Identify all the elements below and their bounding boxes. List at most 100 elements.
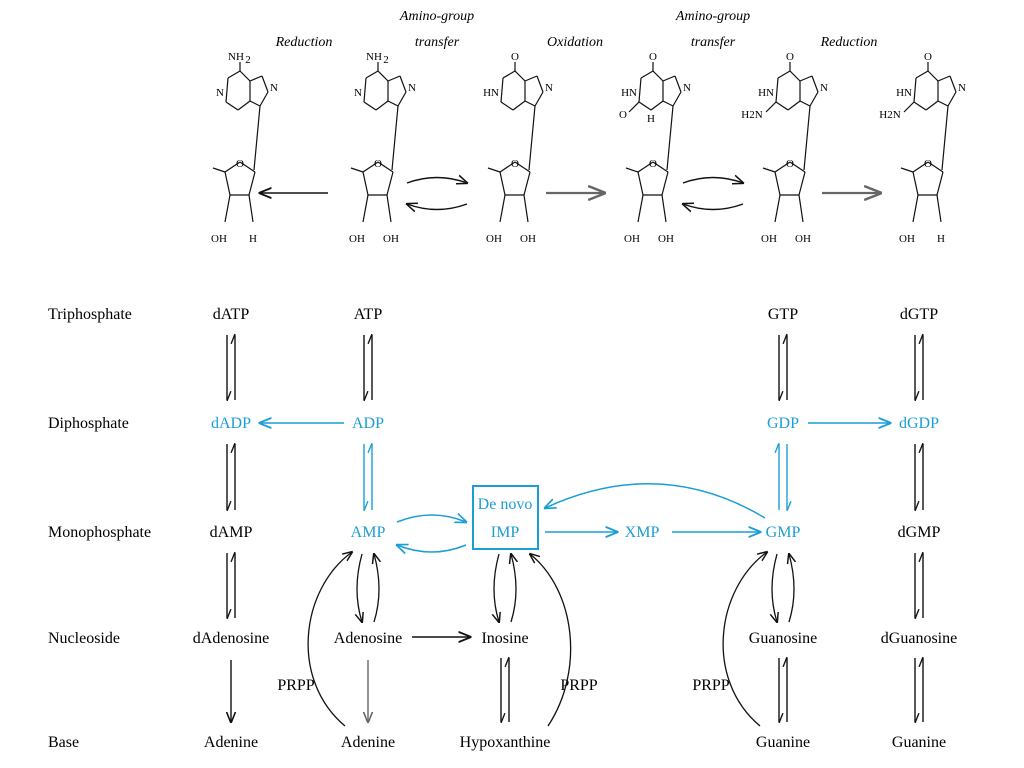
arrow-amino-2-back [683, 204, 744, 210]
arrow-adenosine-to-amp [374, 554, 379, 623]
step-amino-2-line2: transfer [691, 35, 736, 50]
arrow-amp-to-adenosine [357, 553, 362, 622]
ring-n7-label: N [545, 82, 553, 94]
row-label-monophosphate: Monophosphate [48, 524, 151, 541]
oh-3-label: OH [624, 233, 640, 245]
imp-box [472, 485, 539, 550]
node-adenine-2: Adenine [341, 734, 395, 751]
arrow-amino-1-back [407, 204, 468, 210]
ring-n-label: HN [621, 87, 637, 99]
sugar-o-label: O [236, 158, 244, 170]
node-inosine: Inosine [481, 630, 528, 647]
label-prpp-adenine: PRPP [277, 677, 314, 694]
label-prpp-hypoxanthine: PRPP [560, 677, 597, 694]
c2-sub-label: OH [383, 233, 399, 245]
arrow-amino-2-forward [682, 178, 743, 184]
arrows-reversible-blue [363, 444, 787, 510]
row-labels: Triphosphate Diphosphate Monophosphate N… [48, 306, 151, 751]
row-label-triphosphate: Triphosphate [48, 306, 132, 323]
node-dgdp: dGDP [899, 415, 939, 432]
oh-3-label: OH [899, 233, 915, 245]
oxygen-label: O [649, 51, 657, 63]
node-datp: dATP [213, 306, 250, 323]
node-guanosine: Guanosine [749, 630, 817, 647]
ring-n7-label: N [683, 82, 691, 94]
c2-amine-label: H2N [879, 109, 900, 121]
node-dadenosine: dAdenosine [193, 630, 269, 647]
node-damp: dAMP [210, 524, 253, 541]
arrow-amp-to-imp [396, 515, 466, 522]
sugar-o-label: O [924, 158, 932, 170]
arrow-prpp-guanine-to-gmp [722, 552, 767, 727]
row-label-base: Base [48, 734, 79, 751]
sugar-o-label: O [511, 158, 519, 170]
c2-sub-label: OH [520, 233, 536, 245]
step-amino-2-line1: Amino-group [675, 9, 750, 24]
arrow-prpp-adenine-to-amp [307, 552, 352, 727]
sugar-o-label: O [374, 158, 382, 170]
node-adenine-1: Adenine [204, 734, 258, 751]
ring-n7-label: N [408, 82, 416, 94]
ring-n7-label: N [270, 82, 278, 94]
node-adenosine: Adenosine [334, 630, 402, 647]
node-imp-line1: De novo [478, 496, 533, 513]
top-arrows [260, 178, 880, 210]
arrows-reversible-black [226, 335, 924, 722]
oh-3-label: OH [761, 233, 777, 245]
arrow-imp-to-amp [397, 545, 467, 552]
nh2-label: NH [366, 51, 382, 63]
oh-3-label: OH [349, 233, 365, 245]
step-amino-1-line1: Amino-group [399, 9, 474, 24]
ring-n-label: HN [483, 87, 499, 99]
node-xmp: XMP [625, 524, 660, 541]
node-guanine-1: Guanine [756, 734, 810, 751]
node-amp: AMP [351, 524, 386, 541]
step-reduction-1: Reduction [275, 35, 333, 50]
arrow-amino-1-forward [406, 178, 467, 184]
arrow-imp-to-inosine [494, 553, 499, 622]
c2-oxygen-label: O [619, 109, 627, 121]
c2-sub-label: H [937, 233, 945, 245]
node-gtp: GTP [768, 306, 798, 323]
n3-h-label: H [647, 113, 655, 125]
structure-3: O HN N O OH OH [483, 51, 553, 245]
c2-sub-label: OH [795, 233, 811, 245]
label-prpp-guanine: PRPP [692, 677, 729, 694]
ring-n7-label: N [820, 82, 828, 94]
c2-amine-label: H2N [741, 109, 762, 121]
arrow-guanosine-to-gmp [789, 554, 794, 623]
c2-sub-label: H [249, 233, 257, 245]
ring-n-label: HN [896, 87, 912, 99]
node-hypoxanthine: Hypoxanthine [460, 734, 551, 751]
nh2-label: NH [228, 51, 244, 63]
node-imp-line2: IMP [491, 524, 520, 541]
node-dgtp: dGTP [900, 306, 938, 323]
arrow-prpp-hypoxanthine-to-imp [530, 554, 572, 727]
node-dguanosine: dGuanosine [881, 630, 957, 647]
node-gmp: GMP [766, 524, 801, 541]
step-reduction-2: Reduction [820, 35, 878, 50]
oxygen-label: O [786, 51, 794, 63]
row-label-diphosphate: Diphosphate [48, 415, 129, 432]
ring-n-label: HN [758, 87, 774, 99]
node-dgmp: dGMP [898, 524, 941, 541]
node-gdp: GDP [767, 415, 799, 432]
oxygen-label: O [511, 51, 519, 63]
step-labels: Reduction Amino-group transfer Oxidation… [275, 9, 878, 50]
step-amino-1-line2: transfer [415, 35, 460, 50]
sugar-o-label: O [649, 158, 657, 170]
node-guanine-2: Guanine [892, 734, 946, 751]
ring-n-label: N [354, 87, 362, 99]
subscript-2: 2 [245, 54, 251, 66]
oh-3-label: OH [486, 233, 502, 245]
node-adp: ADP [352, 415, 384, 432]
arrow-inosine-to-imp [511, 554, 516, 623]
subscript-2: 2 [383, 54, 389, 66]
node-dadp: dADP [211, 415, 251, 432]
